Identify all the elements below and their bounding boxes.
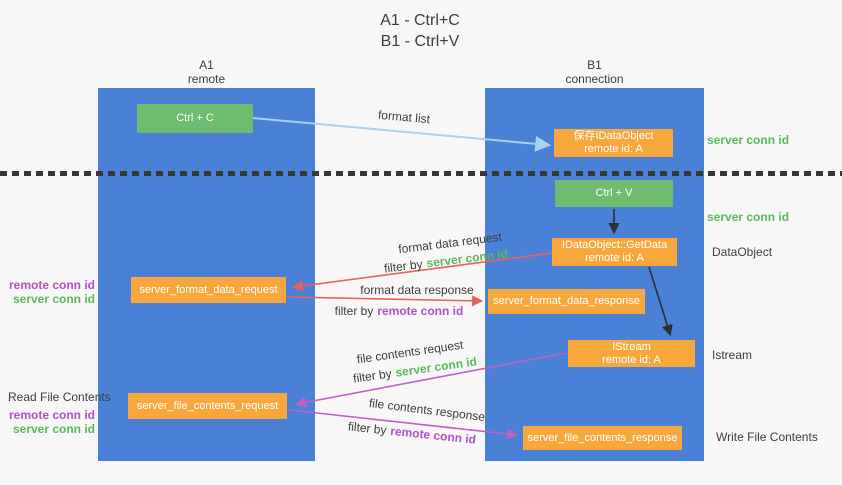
- label-mid-left-conn-ids: remote conn id server conn id: [6, 278, 95, 306]
- node-getdata-line2: remote id: A: [585, 252, 644, 264]
- label-filter-by-1: filter by: [383, 256, 424, 276]
- lane-b1-subtitle: connection: [565, 72, 624, 86]
- lane-a1-name: A1: [199, 58, 214, 72]
- node-format-request-label: server_format_data_request: [139, 283, 278, 296]
- machine-boundary-dotted-line: [0, 171, 842, 176]
- node-server-file-contents-response: server_file_contents_response: [523, 426, 682, 450]
- label-mid-server-conn-id: server conn id: [12, 292, 95, 306]
- node-file-request-label: server_file_contents_request: [136, 399, 279, 412]
- node-format-response-label: server_format_data_response: [493, 295, 640, 307]
- lane-a1-subtitle: remote: [187, 72, 226, 86]
- node-ctrl-c: Ctrl + C: [137, 104, 253, 133]
- node-server-file-contents-request: server_file_contents_request: [128, 393, 287, 419]
- label-server-conn-id-mid: server conn id: [707, 210, 790, 224]
- node-ctrl-c-label: Ctrl + C: [176, 112, 214, 124]
- label-mid-remote-conn-id: remote conn id: [8, 278, 95, 292]
- node-save-idataobject-line2: remote id: A: [584, 143, 643, 155]
- label-filter-by-4: filter by: [347, 419, 388, 438]
- label-format-data-response: format data response: [360, 283, 474, 297]
- node-istream-line2: remote id: A: [602, 353, 661, 366]
- label-bottom-remote-conn-id: remote conn id: [8, 408, 95, 422]
- node-istream: IStream remote id: A: [568, 340, 695, 367]
- node-ctrl-v: Ctrl + V: [555, 180, 673, 207]
- node-server-format-data-request: server_format_data_request: [131, 277, 286, 303]
- lane-header-b1: B1 connection: [486, 58, 703, 86]
- lane-header-a1: A1 remote: [98, 58, 315, 86]
- label-bottom-left-conn-ids: remote conn id server conn id: [6, 408, 95, 436]
- arrow-format-data-response: [286, 295, 484, 307]
- label-read-file-contents: Read File Contents: [8, 390, 111, 404]
- node-idataobject-getdata: IDataObject::GetData remote id: A: [552, 238, 677, 266]
- title-line-2: B1 - Ctrl+V: [380, 33, 460, 50]
- label-server-conn-id-top: server conn id: [707, 133, 790, 147]
- label-filter-by-2: filter by: [334, 304, 374, 318]
- lane-b1-name: B1: [587, 58, 602, 72]
- node-file-response-label: server_file_contents_response: [527, 431, 678, 444]
- node-istream-line1: IStream: [612, 340, 651, 353]
- title-line-1: A1 - Ctrl+C: [380, 12, 460, 29]
- label-istream: Istream: [712, 348, 753, 362]
- label-filter-by-3: filter by: [352, 366, 393, 386]
- label-bottom-server-conn-id: server conn id: [12, 422, 95, 436]
- label-dataobject: DataObject: [712, 245, 773, 259]
- label-format-list: format list: [377, 107, 431, 127]
- node-server-format-data-response: server_format_data_response: [488, 289, 645, 314]
- node-save-idataobject-line1: 保存IDataObject: [573, 130, 654, 142]
- label-filter-key-remote-2: remote conn id: [389, 423, 477, 447]
- node-ctrl-v-label: Ctrl + V: [595, 187, 633, 199]
- node-getdata-line1: IDataObject::GetData: [561, 239, 668, 251]
- label-write-file-contents: Write File Contents: [716, 430, 818, 444]
- diagram-title: A1 - Ctrl+C B1 - Ctrl+V: [320, 10, 520, 52]
- node-save-idataobject: 保存IDataObject remote id: A: [554, 129, 673, 157]
- label-filter-key-remote-1: remote conn id: [377, 304, 464, 318]
